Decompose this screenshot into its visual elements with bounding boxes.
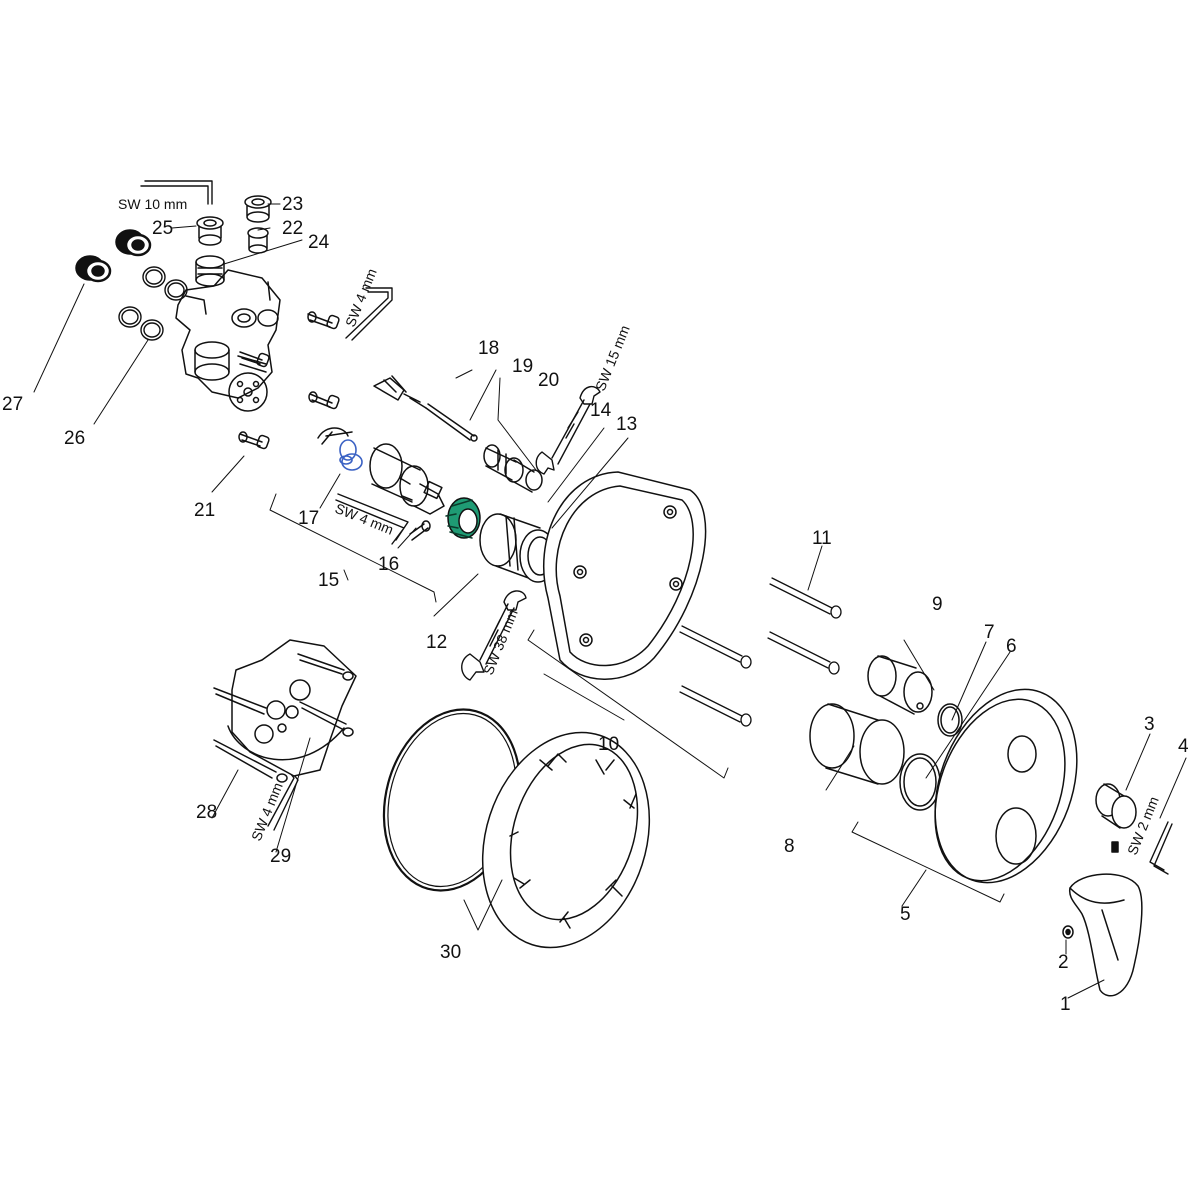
- part-label-15: 15: [318, 570, 339, 591]
- part-label-19: 19: [512, 356, 533, 377]
- part-label-13: 13: [616, 414, 637, 435]
- flush-mount-plaster-guard: [213, 639, 357, 783]
- part-label-14: 14: [590, 400, 612, 421]
- extension-sleeve: [867, 655, 933, 715]
- part-label-2: 2: [1058, 952, 1069, 973]
- tool-label-sw15: SW 15 mm: [592, 323, 633, 393]
- part-labels: 1 2 3 4 5 6 7 8 9 10 11 12 13 14 15 16 1…: [2, 194, 1189, 1015]
- cover-plate: [934, 688, 1078, 884]
- hex-key-tools: [140, 180, 1173, 875]
- part-label-12: 12: [426, 632, 447, 653]
- part-label-25: 25: [152, 218, 173, 239]
- wrench-38mm: [461, 590, 527, 681]
- part-label-9: 9: [932, 594, 943, 615]
- part-label-20: 20: [538, 370, 559, 391]
- tool-label-sw4-top: SW 4 mm: [342, 266, 380, 329]
- part-label-23: 23: [282, 194, 303, 215]
- small-screw: [409, 520, 431, 541]
- part-label-29: 29: [270, 846, 291, 867]
- part-label-11: 11: [812, 528, 832, 549]
- part-label-5: 5: [900, 904, 911, 925]
- diverter-spindle: [373, 375, 543, 493]
- part-label-22: 22: [282, 218, 303, 239]
- part-label-1: 1: [1060, 994, 1071, 1015]
- cartridge: [369, 443, 445, 515]
- tool-label-sw10: SW 10 mm: [118, 196, 187, 212]
- part-label-18: 18: [478, 338, 499, 359]
- part-label-21: 21: [194, 500, 215, 521]
- part-label-3: 3: [1144, 714, 1155, 735]
- part-label-16: 16: [378, 554, 399, 575]
- leader-lines: [33, 203, 1187, 999]
- mounting-plate: [543, 471, 707, 680]
- tool-label-sw4-low: SW 4 mm: [248, 780, 286, 843]
- wrench-15mm: [535, 385, 601, 475]
- part-label-8: 8: [784, 836, 795, 857]
- trim-frame: [481, 731, 651, 949]
- tool-label-sw38: SW 38 mm: [480, 607, 521, 677]
- part-label-17: 17: [298, 508, 319, 529]
- part-label-28: 28: [196, 802, 217, 823]
- mounting-screws: [238, 311, 340, 450]
- knob: [1095, 783, 1137, 829]
- handle-screw: [1062, 925, 1074, 939]
- long-screws: [679, 577, 842, 727]
- spindle-sleeve: [809, 703, 905, 785]
- grub-screw: [1111, 841, 1119, 853]
- valve-body: [175, 269, 281, 412]
- check-valve-inserts: [195, 195, 272, 287]
- green-ring: [445, 497, 481, 539]
- part-label-6: 6: [1006, 636, 1017, 657]
- retaining-clip: [317, 427, 353, 445]
- part-label-27: 27: [2, 394, 23, 415]
- part-label-24: 24: [308, 232, 330, 253]
- o-ring-set: [118, 266, 188, 341]
- part-label-10: 10: [598, 734, 619, 755]
- blue-o-rings: [339, 439, 363, 471]
- tool-label-sw4-mid: SW 4 mm: [333, 500, 396, 538]
- lever-handle: [1068, 873, 1143, 997]
- o-ring-small: [937, 703, 963, 737]
- part-label-7: 7: [984, 622, 995, 643]
- part-label-30: 30: [440, 942, 461, 963]
- threaded-caps: [75, 229, 152, 283]
- o-ring-medium: [899, 753, 941, 811]
- part-label-4: 4: [1178, 736, 1189, 757]
- part-label-26: 26: [64, 428, 85, 449]
